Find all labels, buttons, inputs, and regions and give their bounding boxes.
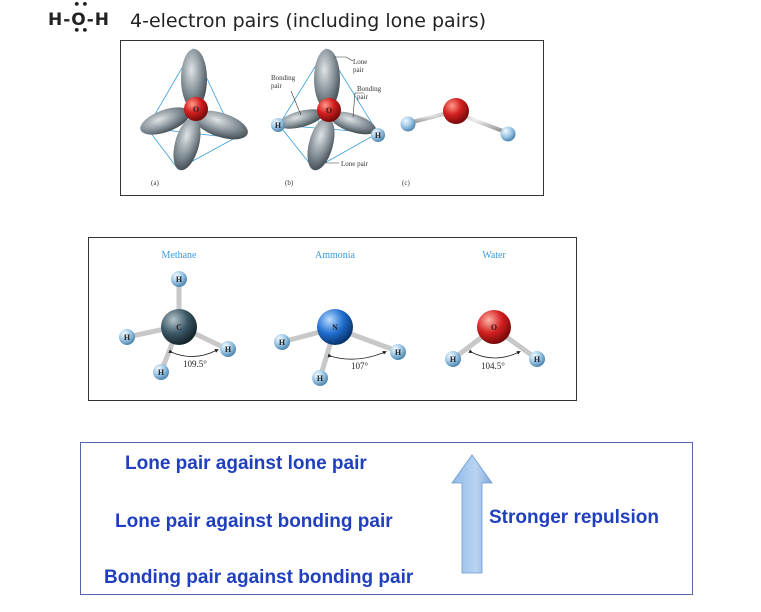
ammonia-h-left: H <box>279 338 286 347</box>
lobe-left <box>140 107 190 135</box>
hydrogen-atom-c-left <box>400 116 416 132</box>
bonding-pair-label-right-2: pair <box>357 93 369 101</box>
bonding-bonding-repulsion: Bonding pair against bonding pair <box>104 567 414 588</box>
methane-h-left: H <box>124 333 131 342</box>
carbon-atom <box>161 309 197 345</box>
lobe-right <box>194 110 248 140</box>
methane-molecule: C H H H H 109.5° <box>119 271 236 380</box>
ammonia-molecule: N H H H 107° <box>274 309 406 386</box>
bond-angle-panel: Methane Ammonia Water C H H H H 109.5° N… <box>88 237 577 401</box>
lone-pair-label-bottom: Lone pair <box>341 160 369 168</box>
stronger-repulsion-label: Stronger repulsion <box>489 507 659 528</box>
oxygen-label-b: O <box>326 106 332 115</box>
orbital-diagram-b: O H H Lone pair Bonding pair Bonding pai… <box>271 48 385 187</box>
oxygen-label-water: O <box>491 323 497 332</box>
methane-h-top: H <box>176 275 183 284</box>
water-ball-stick-c: (c) <box>400 98 516 187</box>
hydrogen-label-right: H <box>375 131 382 140</box>
lobe-up <box>181 49 207 109</box>
lone-pair-lobe-top <box>314 49 340 109</box>
water-title: Water <box>482 250 506 261</box>
formula-h-right: -H <box>86 10 111 30</box>
lewis-formula: H-••O••-H <box>48 0 111 37</box>
orbital-diagram-a: O (a) <box>140 48 248 187</box>
bond-angle-figure: Methane Ammonia Water C H H H H 109.5° N… <box>119 250 545 386</box>
hydrogen-atom-right <box>371 128 385 142</box>
heading: 4-electron pairs (including lone pairs) <box>130 10 487 32</box>
lone-pair-dots-bottom: •• <box>73 24 90 37</box>
caption-a: (a) <box>151 179 159 187</box>
bonding-pair-label-left: Bonding <box>271 74 296 82</box>
methane-h-right: H <box>225 345 232 354</box>
orbital-figure: O (a) O H H Lone pair Bonding <box>140 48 516 187</box>
water-h-right: H <box>534 355 541 364</box>
bonding-pair-label-left-2: pair <box>271 82 283 90</box>
methane-angle: 109.5° <box>183 359 207 369</box>
lone-pair-lobe-bottom <box>307 117 335 171</box>
water-molecule: O H H 104.5° <box>445 310 545 371</box>
oxygen-atom-water <box>477 310 511 344</box>
lone-bonding-repulsion: Lone pair against bonding pair <box>115 511 393 532</box>
orbital-figure-panel: O (a) O H H Lone pair Bonding <box>120 40 544 196</box>
bonding-pair-label-right: Bonding <box>357 85 382 93</box>
ammonia-angle: 107° <box>351 361 369 371</box>
methane-h-bottom: H <box>158 368 165 377</box>
oxygen-label: O <box>193 105 199 114</box>
caption-b: (b) <box>285 179 294 187</box>
nitrogen-atom <box>317 309 353 345</box>
carbon-label: C <box>176 323 182 332</box>
repulsion-ranking-panel: Lone pair against lone pair Lone pair ag… <box>80 442 693 595</box>
nitrogen-label: N <box>332 323 338 332</box>
lobe-down <box>173 117 201 171</box>
lone-pair-label-top-2: pair <box>353 66 365 74</box>
formula-h-left: H- <box>48 10 72 30</box>
lone-lone-repulsion: Lone pair against lone pair <box>125 453 367 474</box>
ammonia-title: Ammonia <box>315 250 356 261</box>
ammonia-h-right: H <box>395 348 402 357</box>
water-h-left: H <box>450 355 457 364</box>
oxygen-atom-b <box>317 98 341 122</box>
ammonia-h-bottom: H <box>317 374 324 383</box>
hydrogen-label-left: H <box>275 121 282 130</box>
caption-c: (c) <box>402 179 410 187</box>
bonding-lobe-right <box>330 111 376 135</box>
lone-pair-dots-top: •• <box>73 0 90 11</box>
methane-title: Methane <box>162 250 198 261</box>
formula-oxygen: ••O•• <box>71 0 90 37</box>
water-angle: 104.5° <box>481 361 505 371</box>
hydrogen-atom-c-right <box>500 126 516 142</box>
oxygen-atom <box>184 97 208 121</box>
stronger-repulsion-arrow <box>451 454 493 574</box>
lone-pair-label-top: Lone <box>353 58 367 66</box>
bonding-lobe-left <box>278 109 324 129</box>
hydrogen-atom-left <box>271 118 285 132</box>
oxygen-atom-c <box>443 98 469 124</box>
